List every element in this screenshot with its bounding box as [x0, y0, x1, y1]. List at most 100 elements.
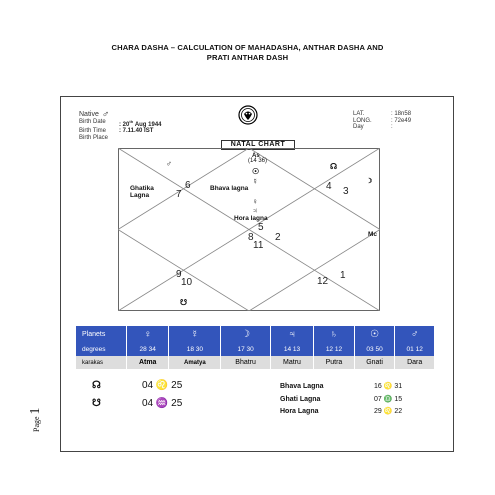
- natal-chart: As (14 36) ☉ ☿ ♀ ♃ ♂ ☊ ☽ ☋ Ghatika Lagna…: [118, 148, 380, 311]
- karaka-cell: Atma: [126, 356, 170, 369]
- house-7: 7: [176, 189, 182, 200]
- degree-cell: 03 50: [354, 342, 396, 356]
- planets-row: Planets ♀ ☿ ☽ ♃ ♄ ☉ ♂: [76, 326, 435, 342]
- karaka-cell: Dara: [394, 356, 435, 369]
- mars-chart-icon: ♂: [166, 159, 172, 168]
- house-5: 5: [258, 222, 264, 233]
- rahu-position-value: 04 ♌ 25: [142, 380, 183, 391]
- hora-lagna-label: Hora lagna: [234, 215, 268, 222]
- day-label: Day: [353, 124, 364, 130]
- long-value: 72e49: [394, 117, 412, 124]
- degree-cell: 18 30: [168, 342, 222, 356]
- degree-cell: 14 13: [270, 342, 315, 356]
- lagna-label: Bhava Lagna: [280, 383, 324, 390]
- house-10: 10: [181, 277, 193, 288]
- birth-date-suffix: th: [129, 118, 134, 124]
- planet-glyph-cell: ♂: [394, 326, 435, 342]
- native-details: Native ♂ Birth Date : 20th Aug 1944 Birt…: [79, 109, 162, 141]
- planet-glyph-cell: ♄: [313, 326, 355, 342]
- lagna-row: Ghati Lagna 07 ♎ 15: [280, 394, 402, 407]
- rahu-position-row: ☊ 04 ♌ 25: [92, 377, 182, 395]
- degree-cell: 28 34: [126, 342, 170, 356]
- planets-table: Planets ♀ ☿ ☽ ♃ ♄ ☉ ♂ degrees 28 34 18 3…: [76, 326, 435, 369]
- planet-glyph-cell: ☉: [354, 326, 396, 342]
- document-heading: CHARA DASHA – CALCULATION OF MAHADASHA, …: [40, 43, 455, 63]
- mercury-icon: ☿: [252, 177, 258, 186]
- house-4: 4: [326, 181, 332, 192]
- lagna-label: Hora Lagna: [280, 408, 319, 415]
- page-word: Page: [32, 416, 41, 432]
- ketu-glyph-icon: ☋: [92, 398, 101, 409]
- degrees-row-label: degrees: [76, 342, 127, 356]
- birth-date-day: 20: [122, 121, 130, 128]
- karaka-cell: Gnati: [354, 356, 396, 369]
- karaka-cell: Amatya: [168, 356, 222, 369]
- planet-glyph-cell: ♀: [126, 326, 170, 342]
- planet-glyph-cell: ☿: [168, 326, 222, 342]
- house-8: 8: [248, 232, 254, 243]
- karaka-cell: Putra: [313, 356, 355, 369]
- ketu-icon: ☋: [180, 298, 188, 307]
- chart-diagonal-2: [118, 148, 380, 311]
- lagna-row: Bhava Lagna 16 ♌ 31: [280, 381, 402, 394]
- lagna-row: Hora Lagna 29 ♌ 22: [280, 406, 402, 419]
- birth-time-label: Birth Time: [79, 128, 107, 135]
- sun-icon: ☉: [252, 167, 260, 176]
- birth-place-label: Birth Place: [79, 134, 109, 141]
- page-number: Page 1: [28, 407, 44, 432]
- degree-cell: 01 12: [394, 342, 435, 356]
- karaka-cell: Matru: [270, 356, 315, 369]
- degree-cell: 17 30: [220, 342, 271, 356]
- lat-value: 18n58: [394, 111, 412, 117]
- natal-chart-title: NATAL CHART: [221, 140, 295, 150]
- lagna-label: Ghati Lagna: [280, 395, 321, 403]
- house-3: 3: [343, 186, 349, 197]
- venus-icon: ♀: [252, 197, 258, 206]
- karakas-row: karakas Atma Amatya Bhatru Matru Putra G…: [76, 356, 435, 369]
- house-9: 9: [176, 269, 182, 280]
- heading-line-2: PRATI ANTHAR DASH: [206, 53, 289, 62]
- planet-glyph-cell: ☽: [220, 326, 271, 342]
- degrees-row: degrees 28 34 18 30 17 30 14 13 12 12 03…: [76, 342, 435, 356]
- bhava-lagna-label: Bhava lagna: [210, 185, 249, 192]
- house-6: 6: [185, 180, 191, 191]
- house-11: 11: [253, 240, 264, 251]
- lagna-value: 29 ♌ 22: [374, 408, 403, 415]
- karakas-row-label: karakas: [76, 356, 127, 369]
- rahu-icon: ☊: [330, 162, 338, 171]
- day-value: :: [391, 124, 393, 130]
- ghatika-lagna-label-2: Lagna: [130, 192, 150, 199]
- chart-grid: [118, 148, 380, 311]
- planets-row-label: Planets: [76, 326, 127, 342]
- karaka-cell: Bhatru: [220, 356, 271, 369]
- lat-label: LAT.: [353, 111, 365, 117]
- chart-inner-diamond: [118, 148, 380, 311]
- moon-icon: ☽: [366, 178, 373, 185]
- ganesha-logo-icon: [238, 105, 258, 125]
- special-lagnas: Bhava Lagna 16 ♌ 31 Ghati Lagna 07 ♎ 15 …: [280, 381, 402, 419]
- degree-cell: 12 12: [313, 342, 355, 356]
- chart-frame: [60, 96, 454, 452]
- location-coordinates: LAT.: 18n58 LONG.: 72e49 Day:: [353, 111, 412, 130]
- lagna-value: 07 ♎ 15: [374, 395, 403, 403]
- long-label: LONG.: [353, 117, 372, 124]
- birth-date-label: Birth Date: [79, 118, 106, 125]
- house-1: 1: [340, 270, 346, 281]
- ketu-position-row: ☋ 04 ♒ 25: [92, 395, 182, 413]
- as-label: As: [252, 153, 260, 159]
- birth-time-value: 7.11.40 IST: [122, 128, 154, 135]
- lagna-value: 16 ♌ 31: [374, 383, 403, 390]
- ghatika-lagna-label-1: Ghatika: [130, 185, 154, 192]
- house-2: 2: [275, 232, 281, 243]
- chart-top-note: (14 36): [248, 158, 268, 164]
- mars-icon: ♂: [101, 109, 110, 120]
- ketu-position-value: 04 ♒ 25: [142, 398, 183, 409]
- birth-date-rest: Aug 1944: [134, 121, 162, 128]
- rahu-glyph-icon: ☊: [92, 380, 101, 391]
- rahu-ketu-positions: ☊ 04 ♌ 25 ☋ 04 ♒ 25: [92, 377, 182, 413]
- native-label: Native: [79, 111, 99, 118]
- heading-line-1: CHARA DASHA – CALCULATION OF MAHADASHA, …: [111, 43, 384, 52]
- house-12: 12: [317, 276, 329, 287]
- page-number-value: 1: [28, 407, 43, 415]
- planet-glyph-cell: ♃: [270, 326, 315, 342]
